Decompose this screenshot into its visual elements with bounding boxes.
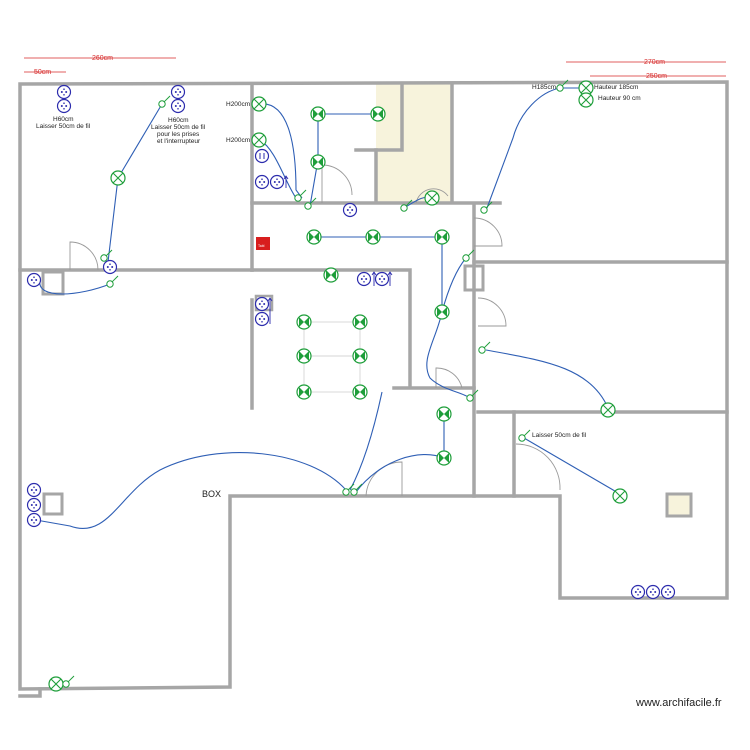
door-swing-icon (477, 297, 507, 327)
ceiling-light-icon (434, 229, 450, 245)
label-hauteur-90: Hauteur 90 cm (598, 95, 641, 102)
ceiling-light-icon (352, 348, 368, 364)
outlet-icon (26, 482, 42, 498)
ceiling-light-icon (310, 106, 326, 122)
wall-light-icon (110, 170, 126, 186)
switch-icon (478, 341, 491, 354)
label-room1-height: H60cm (53, 116, 74, 123)
column-pillar-west (42, 492, 64, 516)
door-swing-icon (473, 217, 503, 247)
ceiling-light-icon (434, 304, 450, 320)
outlet-icon (56, 84, 72, 100)
ceiling-light-icon (296, 314, 312, 330)
switch-icon (518, 429, 531, 442)
ceiling-light-icon (296, 348, 312, 364)
label-box: BOX (202, 489, 221, 499)
wall-lights (48, 80, 628, 692)
outlet-icon (660, 584, 676, 600)
wall-light-icon (48, 676, 64, 692)
switches (62, 79, 569, 688)
outlet-icon (26, 272, 42, 288)
ceiling-light-icon (365, 229, 381, 245)
ceiling-light-icon (370, 106, 386, 122)
outlet-icon (342, 202, 358, 218)
dimension-lines: 260cm 50cm 270cm 250cm (24, 55, 726, 80)
label-room1b-note3: et l'interrupteur (157, 138, 201, 145)
ceiling-light-icon (352, 384, 368, 400)
outlet-icon (56, 98, 72, 114)
door-swing-icon (415, 188, 449, 204)
outlet-icon (269, 174, 285, 190)
outlets (26, 84, 676, 600)
outlet-icon (645, 584, 661, 600)
outlet-icon (102, 259, 118, 275)
dimension-50: 50cm (34, 69, 51, 76)
label-room1b-note1: Laisser 50cm de fil (151, 124, 206, 131)
door-swing-icon (69, 241, 99, 271)
ceiling-light-icon (323, 267, 339, 283)
label-room-sw-note: Laisser 50cm de fil (532, 432, 587, 439)
outlet-icon (26, 497, 42, 513)
label-h200-a: H200cm (226, 101, 250, 108)
label-hauteur-185: Hauteur 185cm (594, 84, 638, 91)
outlet-icon (26, 512, 42, 528)
door-swing-icon (435, 367, 463, 389)
outlet-icon (356, 271, 372, 287)
door-swing-icon (321, 164, 353, 203)
switch-icon (100, 249, 113, 262)
service-shaft (376, 84, 452, 202)
dimension-260: 260cm (92, 55, 113, 62)
electrical-panel: Tabl (256, 237, 270, 250)
ceiling-light-icon (306, 229, 322, 245)
special-outlet-icon (254, 148, 270, 164)
label-h200-b: H200cm (226, 137, 250, 144)
outlet-icon (170, 84, 186, 100)
outlet-arrows (267, 175, 393, 324)
dimension-270: 270cm (644, 59, 665, 66)
wiring (35, 87, 621, 529)
switch-icon (294, 189, 307, 202)
outlet-icon (254, 311, 270, 327)
ceiling-light-icon (352, 314, 368, 330)
outlet-icon (254, 174, 270, 190)
electrical-panel-icon (256, 237, 270, 250)
wall-light-icon (578, 92, 594, 108)
ceiling-light-icon (436, 450, 452, 466)
wall-light-icon (424, 190, 440, 206)
label-h185: H185cm (532, 84, 556, 91)
label-room1b-height: H60cm (168, 117, 189, 124)
wall-light-icon (251, 96, 267, 112)
wall-light-icon (251, 132, 267, 148)
watermark: www.archifacile.fr (635, 697, 722, 709)
walls (18, 80, 729, 698)
column-pillar-nw (41, 270, 65, 296)
switch-icon (62, 675, 75, 688)
annotations: H60cm Laisser 50cm de fil H60cm Laisser … (36, 84, 722, 709)
door-swing-icon (515, 443, 561, 491)
outlet-icon (630, 584, 646, 600)
dimension-250: 250cm (646, 73, 667, 80)
outlet-icon (254, 296, 270, 312)
ceiling-light-icon (296, 384, 312, 400)
ceiling-light-icon (310, 154, 326, 170)
label-room1-note: Laisser 50cm de fil (36, 123, 91, 130)
door-swings (69, 164, 561, 497)
ceiling-grid (303, 321, 361, 393)
outlet-icon (374, 271, 390, 287)
outlet-icon (170, 98, 186, 114)
switch-icon (158, 95, 171, 108)
ceiling-light-icon (436, 406, 452, 422)
switch-icon (106, 275, 119, 288)
svg-text:Tabl: Tabl (258, 244, 265, 248)
column-pillar (665, 492, 693, 518)
label-room1b-note2: pour les prises (157, 131, 200, 138)
wall-light-icon (600, 402, 616, 418)
wall-light-icon (612, 488, 628, 504)
special-outlet (254, 148, 270, 164)
